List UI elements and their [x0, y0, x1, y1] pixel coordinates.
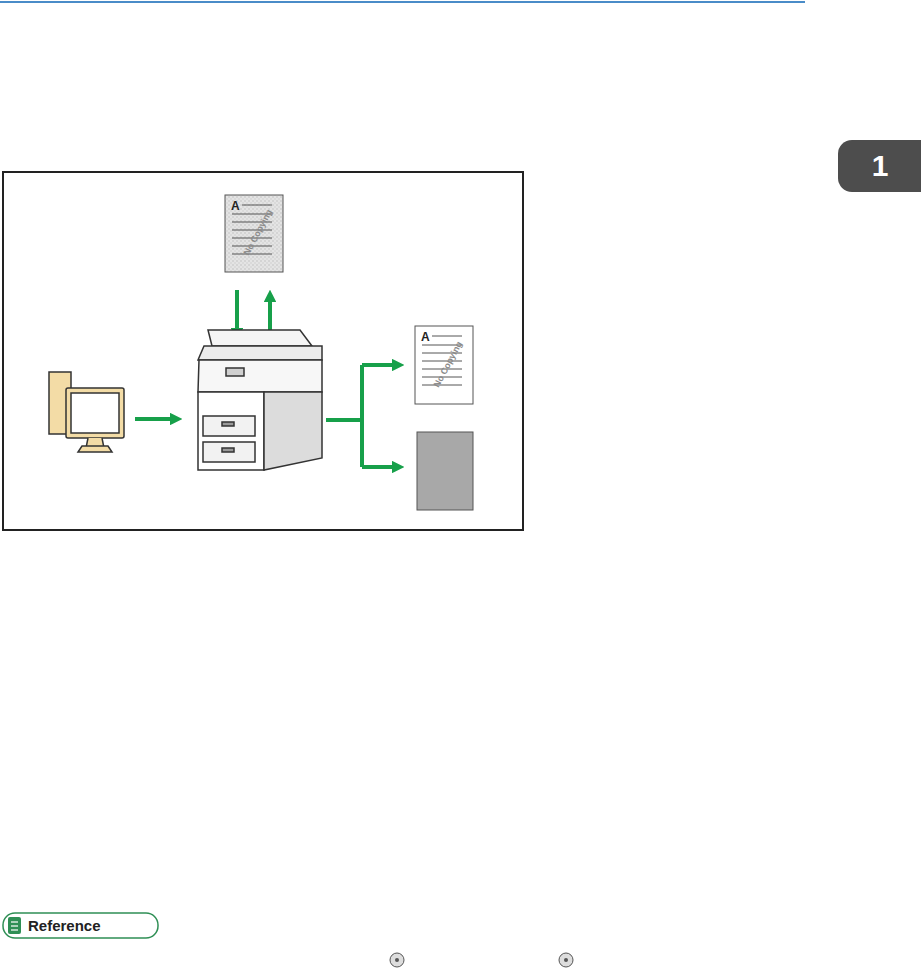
diagram-frame [3, 172, 523, 530]
document-letter: A [421, 331, 430, 343]
protected-document [225, 195, 283, 272]
computer-icon [49, 372, 124, 452]
blank-grey-page [417, 432, 473, 510]
document-letter: A [231, 200, 240, 212]
output-branch [326, 365, 398, 467]
cd-icon [390, 953, 573, 967]
printed-document [415, 326, 473, 404]
scan-arrow [235, 290, 239, 334]
header-rule [0, 1, 805, 3]
printer-icon [198, 330, 322, 470]
reference-heading: Reference [28, 918, 101, 933]
chapter-number: 1 [872, 151, 889, 181]
reference-badge [3, 913, 158, 938]
print-arrow [135, 417, 176, 421]
chapter-tab [838, 140, 921, 192]
